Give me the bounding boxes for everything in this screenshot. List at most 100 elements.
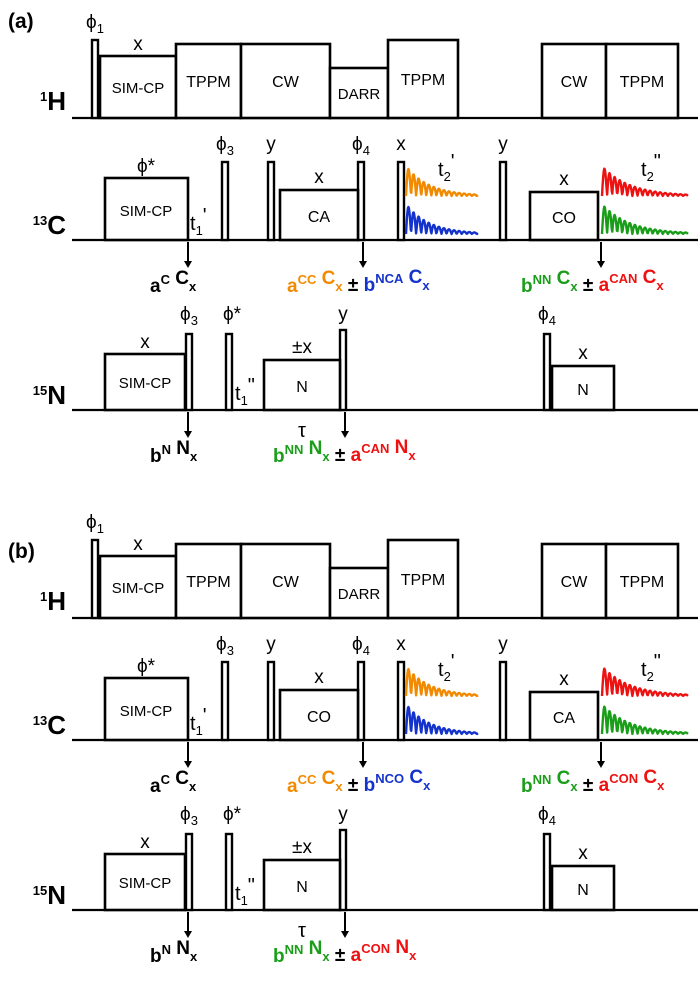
carbon-phase-y1: y: [266, 634, 276, 655]
channel-label-carbon: 13C: [33, 210, 66, 240]
carbon-block-mix1: [278, 688, 360, 742]
proton-block-tppm-3-label: TPPM: [620, 74, 664, 91]
proton-block-cw-2-label: CW: [561, 74, 589, 91]
nitrogen-phase-phi4: ϕ4: [538, 304, 556, 328]
carbon-arrow-2-head: [359, 261, 367, 268]
nitrogen-phase-phistar: ϕ*: [223, 804, 242, 825]
carbon-phase-x1: x: [396, 134, 406, 155]
proton-block-tppm-1: [174, 42, 243, 120]
carbon-pulse-phi3: [220, 160, 230, 242]
carbon-block-simcp: [103, 176, 190, 242]
proton-block-tppm-2-label: TPPM: [401, 572, 445, 589]
proton-block-tppm-2: [386, 38, 460, 120]
nitrogen-arrow-1-head: [184, 931, 192, 938]
carbon-term-3: bNN Cx ± aCAN Cx: [521, 267, 664, 297]
nitrogen-block-evol: [262, 858, 342, 912]
nitrogen-time-t1pp: t1": [235, 875, 255, 908]
carbon-time-t2pp: t2": [641, 151, 661, 184]
nitrogen-phase-phi4: ϕ4: [538, 804, 556, 828]
carbon-fid-blue: [404, 205, 479, 236]
nitrogen-pulse-phi4: [542, 332, 552, 412]
carbon-block-mix2: [528, 190, 600, 242]
nitrogen-pulse-phi3: [184, 332, 194, 412]
nitrogen-arrow-2-head: [341, 431, 349, 438]
carbon-arrow-1-head: [184, 761, 192, 768]
nitrogen-tau-label: τ: [298, 420, 306, 442]
carbon-pulse-y2: [498, 160, 508, 242]
carbon-arrow-3-head: [597, 261, 605, 268]
proton-block-cw-1: [239, 542, 332, 620]
proton-block-tppm-1-label: TPPM: [186, 74, 230, 91]
carbon-pulse-y2: [498, 660, 508, 742]
nitrogen-block-simcp-label: SIM-CP: [119, 375, 172, 392]
proton-block-simcp-phase: x: [133, 34, 143, 55]
carbon-block-mix2-label: CO: [552, 210, 576, 227]
carbon-time-t2p: t2': [438, 151, 455, 184]
nitrogen-block-n2: [550, 864, 616, 912]
nitrogen-block-n2-phase: x: [578, 343, 588, 364]
nitrogen-block-n2-label: N: [577, 882, 589, 899]
proton-block-tppm-3: [604, 42, 680, 120]
nitrogen-block-evol: [262, 358, 342, 412]
channel-label-nitrogen: 15N: [33, 880, 66, 910]
proton-block-cw-1-label: CW: [272, 574, 300, 591]
carbon-fid-blue: [404, 705, 479, 736]
nitrogen-arrow-1-head: [184, 431, 192, 438]
carbon-phase-y1: y: [266, 134, 276, 155]
proton-block-simcp-phase: x: [133, 534, 143, 555]
nitrogen-pulse-phistar: [224, 832, 234, 912]
nitrogen-pulse-phi3: [184, 832, 194, 912]
proton-block-tppm-1: [174, 542, 243, 620]
nitrogen-block-n2-phase: x: [578, 843, 588, 864]
proton-pulse-phi1: [90, 38, 100, 120]
carbon-arrow-2-head: [359, 761, 367, 768]
channel-label-proton: 1H: [40, 586, 66, 616]
channel-label-proton: 1H: [40, 86, 66, 116]
proton-block-tppm-1-label: TPPM: [186, 574, 230, 591]
proton-block-darr-label: DARR: [338, 86, 381, 103]
nitrogen-block-evol-label: N: [296, 879, 308, 896]
carbon-phase-y2: y: [498, 134, 508, 155]
carbon-phase-phi3: ϕ3: [216, 134, 234, 158]
proton-block-cw-1: [239, 42, 332, 120]
carbon-time-t1p: t1': [190, 205, 207, 238]
nitrogen-term-1: bN Nx: [150, 938, 198, 967]
carbon-block-simcp-label: SIM-CP: [120, 203, 173, 220]
carbon-term-1: aC Cx: [150, 268, 197, 297]
carbon-block-simcp: [103, 676, 190, 742]
carbon-time-t1p: t1': [190, 705, 207, 738]
proton-block-tppm-3-label: TPPM: [620, 574, 664, 591]
carbon-term-1: aC Cx: [150, 768, 197, 797]
carbon-phase-y2: y: [498, 634, 508, 655]
proton-block-tppm-2-label: TPPM: [401, 72, 445, 89]
carbon-pulse-y1: [266, 660, 276, 742]
proton-pulse-phi1: [90, 538, 100, 620]
nitrogen-time-t1pp: t1": [235, 375, 255, 408]
carbon-fid-green: [600, 705, 689, 736]
nitrogen-term-2: bNN Nx ± aCON Nx: [273, 937, 417, 967]
carbon-phase-phi3: ϕ3: [216, 634, 234, 658]
proton-block-simcp-label: SIM-CP: [112, 80, 165, 97]
carbon-pulse-phi3: [220, 660, 230, 742]
carbon-block-simcp-label: SIM-CP: [120, 703, 173, 720]
nitrogen-phase-y: y: [338, 304, 348, 325]
nitrogen-term-2: bNN Nx ± aCAN Nx: [273, 437, 416, 467]
carbon-phase-phi4: ϕ4: [352, 634, 370, 658]
carbon-block-mix1-label: CO: [307, 709, 331, 726]
carbon-block-mix1: [278, 188, 360, 242]
carbon-block-mix2-phase: x: [559, 669, 569, 690]
nitrogen-pulse-phistar: [224, 332, 234, 412]
nitrogen-block-evol-label: N: [296, 379, 308, 396]
nitrogen-block-simcp: [103, 852, 187, 912]
panel-tag-b: (b): [8, 540, 35, 563]
carbon-pulse-x1: [396, 160, 406, 242]
carbon-arrow-3-head: [597, 761, 605, 768]
proton-block-tppm-3: [604, 542, 680, 620]
carbon-block-mix2-phase: x: [559, 169, 569, 190]
nitrogen-block-evol-phase: ±x: [292, 837, 312, 858]
nitrogen-block-simcp-label: SIM-CP: [119, 875, 172, 892]
nitrogen-block-n2: [550, 364, 616, 412]
carbon-time-t2pp: t2": [641, 651, 661, 684]
